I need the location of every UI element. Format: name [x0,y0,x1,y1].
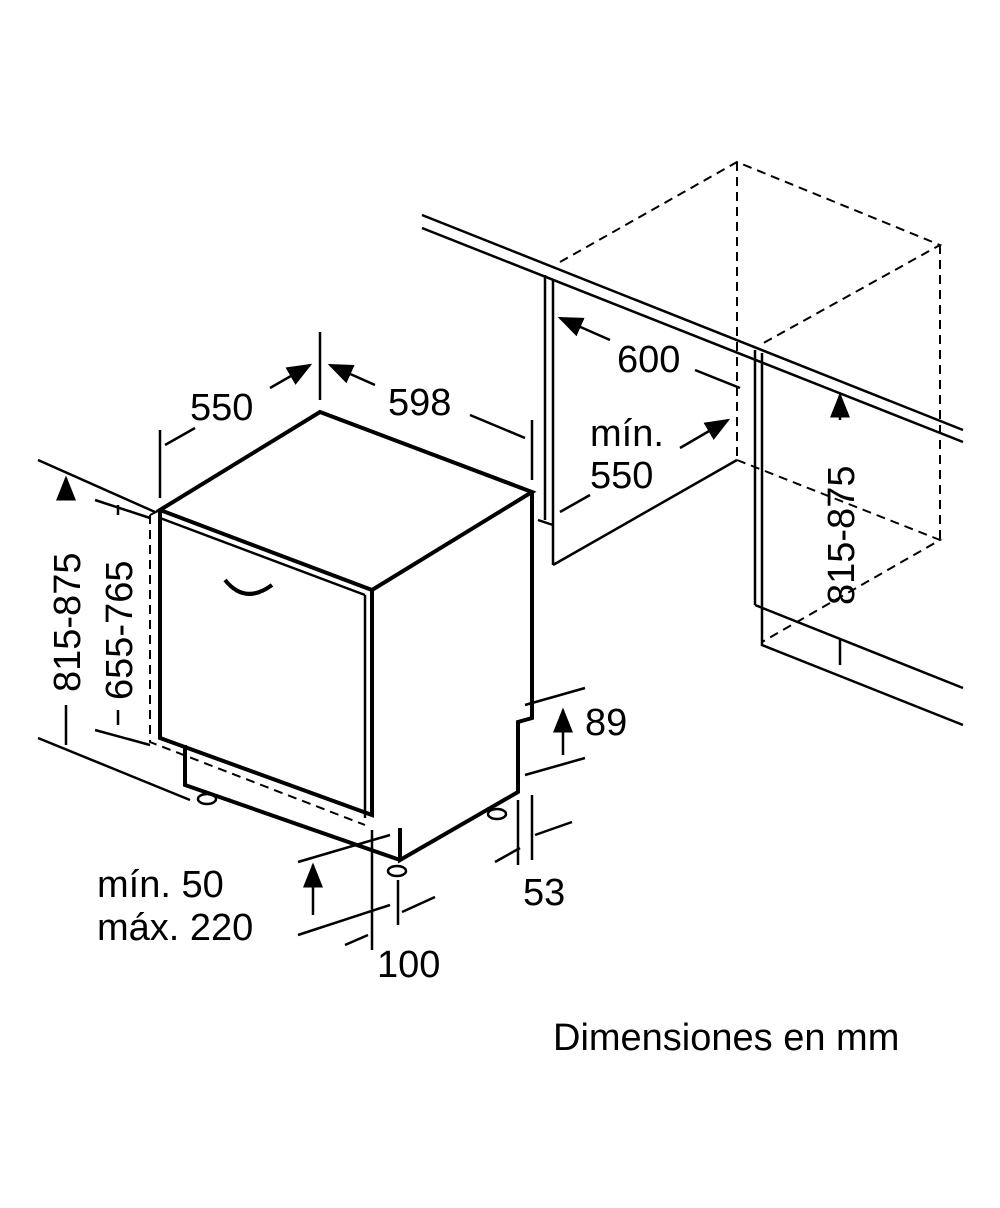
dimension-lines [37,318,840,950]
niche-height-label: 815-875 [821,466,863,605]
foot-icon [386,864,408,878]
kick-depth-label: 100 [377,944,440,986]
caption: Dimensiones en mm [553,1017,899,1059]
kick-min-label: mín. 50 [97,864,224,906]
plinth-setback-label: 53 [523,872,565,914]
plinth-height-label: 89 [585,702,627,744]
foot-icon [196,792,218,806]
niche-width-label: 600 [617,339,680,381]
handle-icon [223,578,274,596]
kick-max-label: máx. 220 [97,907,253,949]
niche-depth-label: 550 [590,455,653,497]
width-label: 598 [388,382,451,424]
dishwasher [149,409,537,878]
niche-depth-min-label: mín. [590,413,664,455]
door-height-label: 655-765 [99,561,141,700]
total-height-label: 815-875 [47,553,89,692]
cabinet-niche [421,160,964,727]
foot-icon [486,807,508,821]
depth-label: 550 [190,387,253,429]
